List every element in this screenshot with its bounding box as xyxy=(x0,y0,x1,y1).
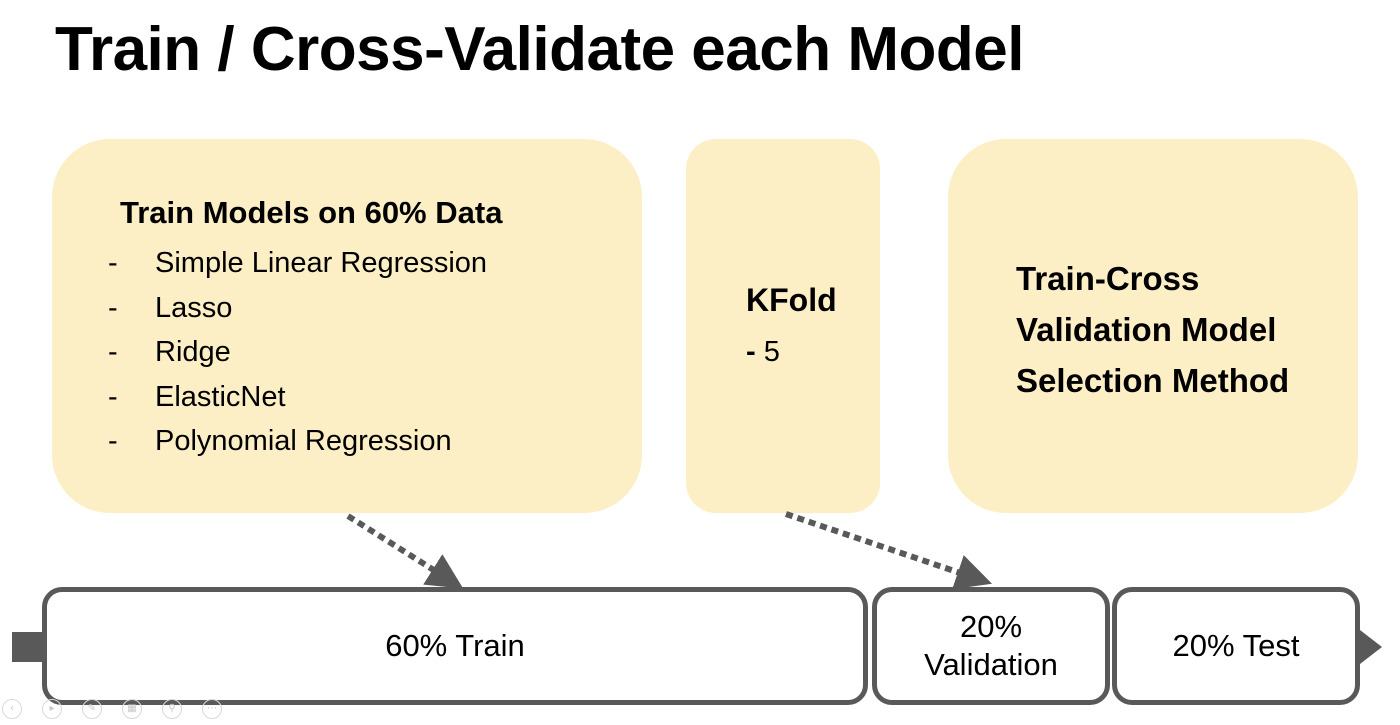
model-label: Simple Linear Regression xyxy=(155,247,488,279)
kfold-value-line: - 5 xyxy=(746,336,780,369)
list-item: - Polynomial Regression xyxy=(108,419,487,464)
play-icon[interactable]: ▸ xyxy=(42,699,62,719)
train-models-heading: Train Models on 60% Data xyxy=(120,195,503,230)
train-segment: 60% Train xyxy=(42,587,868,705)
kfold-value: 5 xyxy=(763,336,780,368)
kfold-title: KFold xyxy=(746,282,837,318)
kfold-card: KFold - 5 xyxy=(686,139,880,513)
dotted-arrow-train xyxy=(346,513,464,589)
method-line: Validation Model xyxy=(1016,311,1277,348)
zoom-icon[interactable]: ⚲ xyxy=(162,699,182,719)
method-line: Selection Method xyxy=(1016,362,1290,399)
model-label: ElasticNet xyxy=(155,380,286,413)
validation-segment: 20% Validation xyxy=(872,587,1110,705)
more-icon[interactable]: ⋯ xyxy=(202,699,222,719)
method-card: Train-Cross Validation Model Selection M… xyxy=(948,139,1358,513)
kfold-dash: - xyxy=(746,336,756,368)
list-item: - ElasticNet xyxy=(108,375,487,420)
model-label: Lasso xyxy=(155,291,233,324)
list-item: - Simple Linear Regression xyxy=(108,241,487,286)
list-item: - Ridge xyxy=(108,330,487,375)
bullet-dash: - xyxy=(108,425,118,458)
method-line: Train-Cross xyxy=(1016,260,1200,297)
model-label: Polynomial Regression xyxy=(155,425,452,458)
test-segment: 20% Test xyxy=(1112,587,1360,705)
train-segment-label: 60% Train xyxy=(385,628,525,663)
slide-title: Train / Cross-Validate each Model xyxy=(55,15,1024,84)
bullet-dash: - xyxy=(108,380,118,413)
notes-icon[interactable]: ▦ xyxy=(122,699,142,719)
validation-segment-label-1: 20% xyxy=(959,609,1023,644)
model-list: -Simple Linear Regression -Lasso -Ridge … xyxy=(108,241,487,464)
slideshow-toolbar: ‹ ▸ ✎ ▦ ⚲ ⋯ xyxy=(2,699,222,719)
list-item: - Lasso xyxy=(108,286,487,331)
model-label: Ridge xyxy=(155,336,231,369)
bar-left-tab xyxy=(12,632,42,662)
bullet-dash: - xyxy=(108,291,118,324)
bullet-dash: - xyxy=(108,247,118,279)
pen-icon[interactable]: ✎ xyxy=(82,699,102,719)
train-models-card: Train Models on 60% Data - Simple Linear … xyxy=(52,139,642,513)
dotted-arrow-validation xyxy=(785,511,993,590)
prev-icon[interactable]: ‹ xyxy=(2,699,22,719)
method-text: Train-Cross Validation Model Selection M… xyxy=(1016,253,1289,406)
bar-right-tip xyxy=(1360,630,1382,664)
bullet-dash: - xyxy=(108,336,118,369)
test-segment-label: 20% Test xyxy=(1172,628,1300,663)
validation-segment-label-2: Validation xyxy=(924,647,1058,682)
